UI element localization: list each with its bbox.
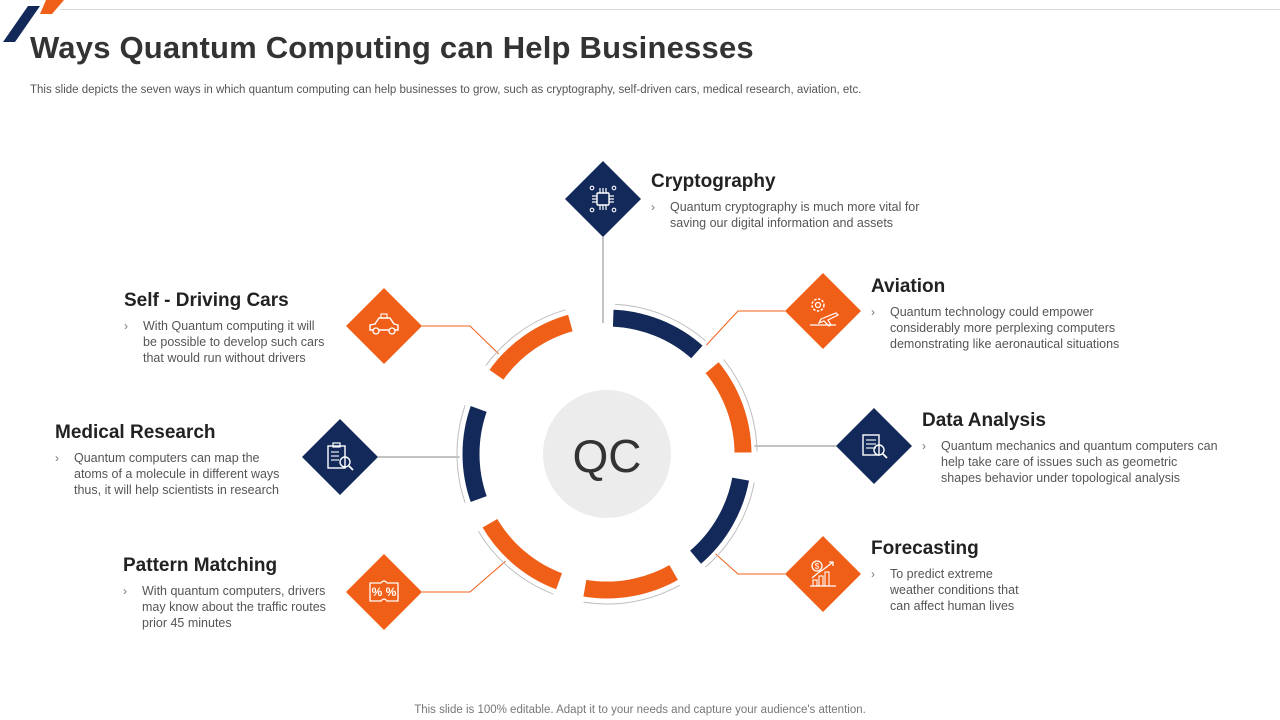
ring-outline-arc	[477, 530, 554, 595]
ring-outline-arc	[583, 584, 680, 605]
ring-outline-arc	[723, 359, 758, 452]
connector-line	[422, 552, 516, 593]
bullet-chevron-icon: ›	[871, 567, 875, 581]
bullet-chevron-icon: ›	[871, 305, 875, 319]
item-description: › To predict extreme weather conditions …	[871, 566, 1091, 614]
ring-segment-self-driving-cars	[485, 311, 577, 384]
center-label: QC	[573, 430, 642, 482]
desc-line: that would run without drivers	[143, 351, 306, 365]
circuit-chip-icon	[589, 185, 617, 213]
page-subtitle: This slide depicts the seven ways in whi…	[30, 84, 862, 96]
item-pattern-matching: Pattern Matching › With quantum computer…	[123, 555, 363, 631]
item-medical-research: Medical Research › Quantum computers can…	[55, 422, 305, 498]
clipboard-magnifier-icon	[327, 442, 354, 471]
desc-line: Quantum mechanics and quantum computers …	[941, 439, 1218, 453]
desc-line: help take care of issues such as geometr…	[941, 455, 1178, 469]
item-self-driving-cars: Self - Driving Cars › With Quantum compu…	[124, 290, 364, 366]
diamond-badge	[346, 554, 422, 630]
desc-line: weather conditions that	[890, 583, 1019, 597]
center-circle	[543, 390, 671, 518]
dollar-growth-chart-icon: $	[810, 560, 836, 587]
item-title: Forecasting	[871, 538, 979, 559]
item-title: Self - Driving Cars	[124, 290, 289, 311]
item-data-analysis: Data Analysis › Quantum mechanics and qu…	[922, 410, 1262, 486]
item-title: Data Analysis	[922, 410, 1046, 431]
ring-outline-arc	[485, 309, 566, 367]
item-description: › With Quantum computing it will be poss…	[124, 318, 364, 366]
desc-line: atoms of a molecule in different ways	[74, 467, 280, 481]
desc-line: demonstrating like aeronautical situatio…	[890, 337, 1120, 351]
ring-segment-cryptography	[609, 306, 707, 363]
desc-line: Quantum cryptography is much more vital …	[670, 200, 920, 214]
bullet-chevron-icon: ›	[124, 319, 128, 333]
diamond-badge	[785, 273, 861, 349]
item-description: › Quantum computers can map the atoms of…	[55, 450, 305, 498]
item-description: › With quantum computers, drivers may kn…	[123, 583, 363, 631]
car-icon	[369, 313, 399, 335]
desc-line: Quantum technology could empower	[890, 305, 1094, 319]
desc-line: To predict extreme	[890, 567, 993, 581]
desc-line: saving our digital information and asset…	[670, 216, 894, 230]
connector-line	[422, 325, 506, 361]
bullet-chevron-icon: ›	[123, 584, 127, 598]
item-aviation: Aviation › Quantum technology could empo…	[871, 276, 1171, 352]
footer-note: This slide is 100% editable. Adapt it to…	[414, 704, 866, 716]
diamond-badge	[346, 288, 422, 364]
page-title: Ways Quantum Computing can Help Business…	[30, 30, 754, 65]
desc-line: Quantum computers can map the	[74, 451, 260, 465]
bullet-chevron-icon: ›	[651, 200, 655, 214]
ring-segment-aviation	[701, 358, 755, 456]
bullet-chevron-icon: ›	[922, 439, 926, 453]
desc-line: be possible to develop such cars	[143, 335, 325, 349]
connector-line	[699, 310, 785, 353]
item-title: Medical Research	[55, 422, 216, 443]
desc-line: prior 45 minutes	[142, 616, 232, 630]
item-title: Aviation	[871, 276, 946, 297]
ring-segment-forecasting	[579, 561, 683, 602]
desc-line: With Quantum computing it will	[143, 319, 315, 333]
svg-text:$: $	[815, 562, 820, 571]
corner-accent-logo	[3, 0, 64, 42]
ring-outline-arc	[456, 405, 466, 503]
ring-segment-data-analysis	[685, 474, 753, 568]
desc-line: shapes behavior under topological analys…	[941, 471, 1181, 485]
desc-line: can affect human lives	[890, 599, 1015, 613]
gear-airplane-icon	[810, 298, 840, 327]
item-cryptography: Cryptography › Quantum cryptography is m…	[651, 171, 971, 231]
item-description: › Quantum mechanics and quantum computer…	[922, 438, 1262, 486]
desc-line: considerably more perplexing computers	[890, 321, 1116, 335]
diamond-badge	[785, 536, 861, 612]
svg-text:% %: % %	[372, 585, 397, 599]
percent-puzzle-icon: % %	[369, 580, 399, 602]
desc-line: With quantum computers, drivers	[142, 584, 326, 598]
item-title: Cryptography	[651, 171, 776, 192]
top-rule-line	[60, 9, 1280, 10]
ring-segment-pattern-matching	[478, 514, 566, 594]
item-forecasting: Forecasting › To predict extreme weather…	[871, 538, 1091, 614]
document-magnifier-icon	[862, 434, 888, 459]
bullet-chevron-icon: ›	[55, 451, 59, 465]
item-title: Pattern Matching	[123, 555, 278, 576]
diamond-badge	[302, 419, 378, 495]
ring-segment-medical-research	[459, 402, 491, 506]
desc-line: may know about the traffic routes	[142, 600, 326, 614]
item-description: › Quantum technology could empower consi…	[871, 304, 1171, 352]
diamond-badge	[565, 161, 641, 237]
diamond-badge	[836, 408, 912, 484]
ring-outline-arc	[705, 482, 755, 568]
item-description: › Quantum cryptography is much more vita…	[651, 199, 971, 231]
desc-line: thus, it will help scientists in researc…	[74, 483, 279, 497]
ring-outline-arc	[614, 303, 706, 342]
